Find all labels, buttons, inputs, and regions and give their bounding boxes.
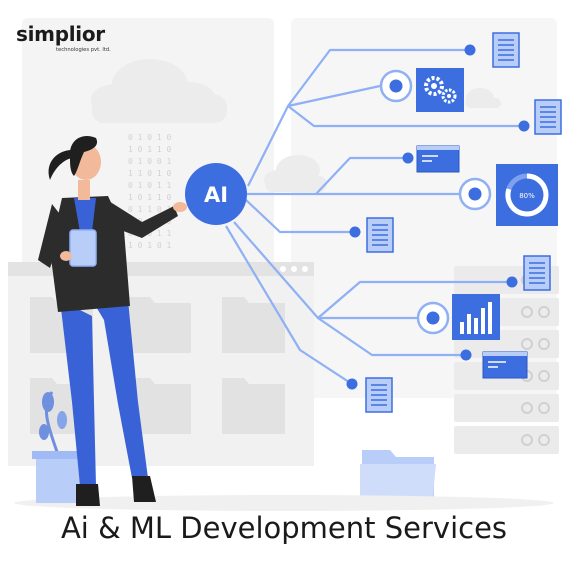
ai-hub-label: AI — [204, 183, 228, 207]
brand-name: simplior — [16, 22, 105, 46]
gauge-icon — [496, 164, 558, 226]
bar-chart-icon — [452, 294, 500, 340]
page-caption: Ai & ML Development Services — [60, 511, 508, 545]
svg-text:0 1 1 0 1: 0 1 1 0 1 — [128, 205, 172, 214]
cloud-icon — [264, 155, 327, 192]
network-nodes — [346, 44, 530, 390]
svg-text:0 1 0 1 0: 0 1 0 1 0 — [128, 133, 172, 142]
cloud-icon — [91, 59, 227, 123]
cloud-icon — [465, 88, 501, 108]
terminal-icon — [416, 145, 460, 173]
document-icon — [366, 217, 394, 253]
brand-logo: simplior technologies pvt. ltd. — [16, 24, 126, 53]
document-icon — [492, 32, 520, 68]
brand-tagline: technologies pvt. ltd. — [56, 47, 111, 53]
document-icon — [365, 377, 393, 413]
file-window — [8, 262, 314, 466]
document-icon — [534, 99, 562, 135]
document-icon — [523, 255, 551, 291]
terminal-icon — [482, 351, 528, 379]
svg-text:1 0 1 1 0: 1 0 1 1 0 — [128, 145, 172, 154]
svg-text:1 0 1 0 1: 1 0 1 0 1 — [128, 241, 172, 250]
folder-icon — [360, 450, 436, 505]
network-lines — [225, 48, 524, 385]
plant-icon — [32, 391, 84, 503]
target-nodes — [379, 69, 492, 335]
svg-text:1 1 0 1 0: 1 1 0 1 0 — [128, 169, 172, 178]
gauge-label: 80% — [519, 192, 535, 200]
ai-hub — [185, 163, 247, 225]
svg-text:0 1 0 1 1: 0 1 0 1 1 — [128, 181, 172, 190]
svg-text:0 1 0 1 1: 0 1 0 1 1 — [128, 229, 172, 238]
gear-icon — [416, 68, 464, 112]
woman-figure — [38, 136, 187, 506]
svg-text:0 1 0 0 1: 0 1 0 0 1 — [128, 157, 172, 166]
svg-text:1 0 1 1 0: 1 0 1 1 0 — [128, 193, 172, 202]
